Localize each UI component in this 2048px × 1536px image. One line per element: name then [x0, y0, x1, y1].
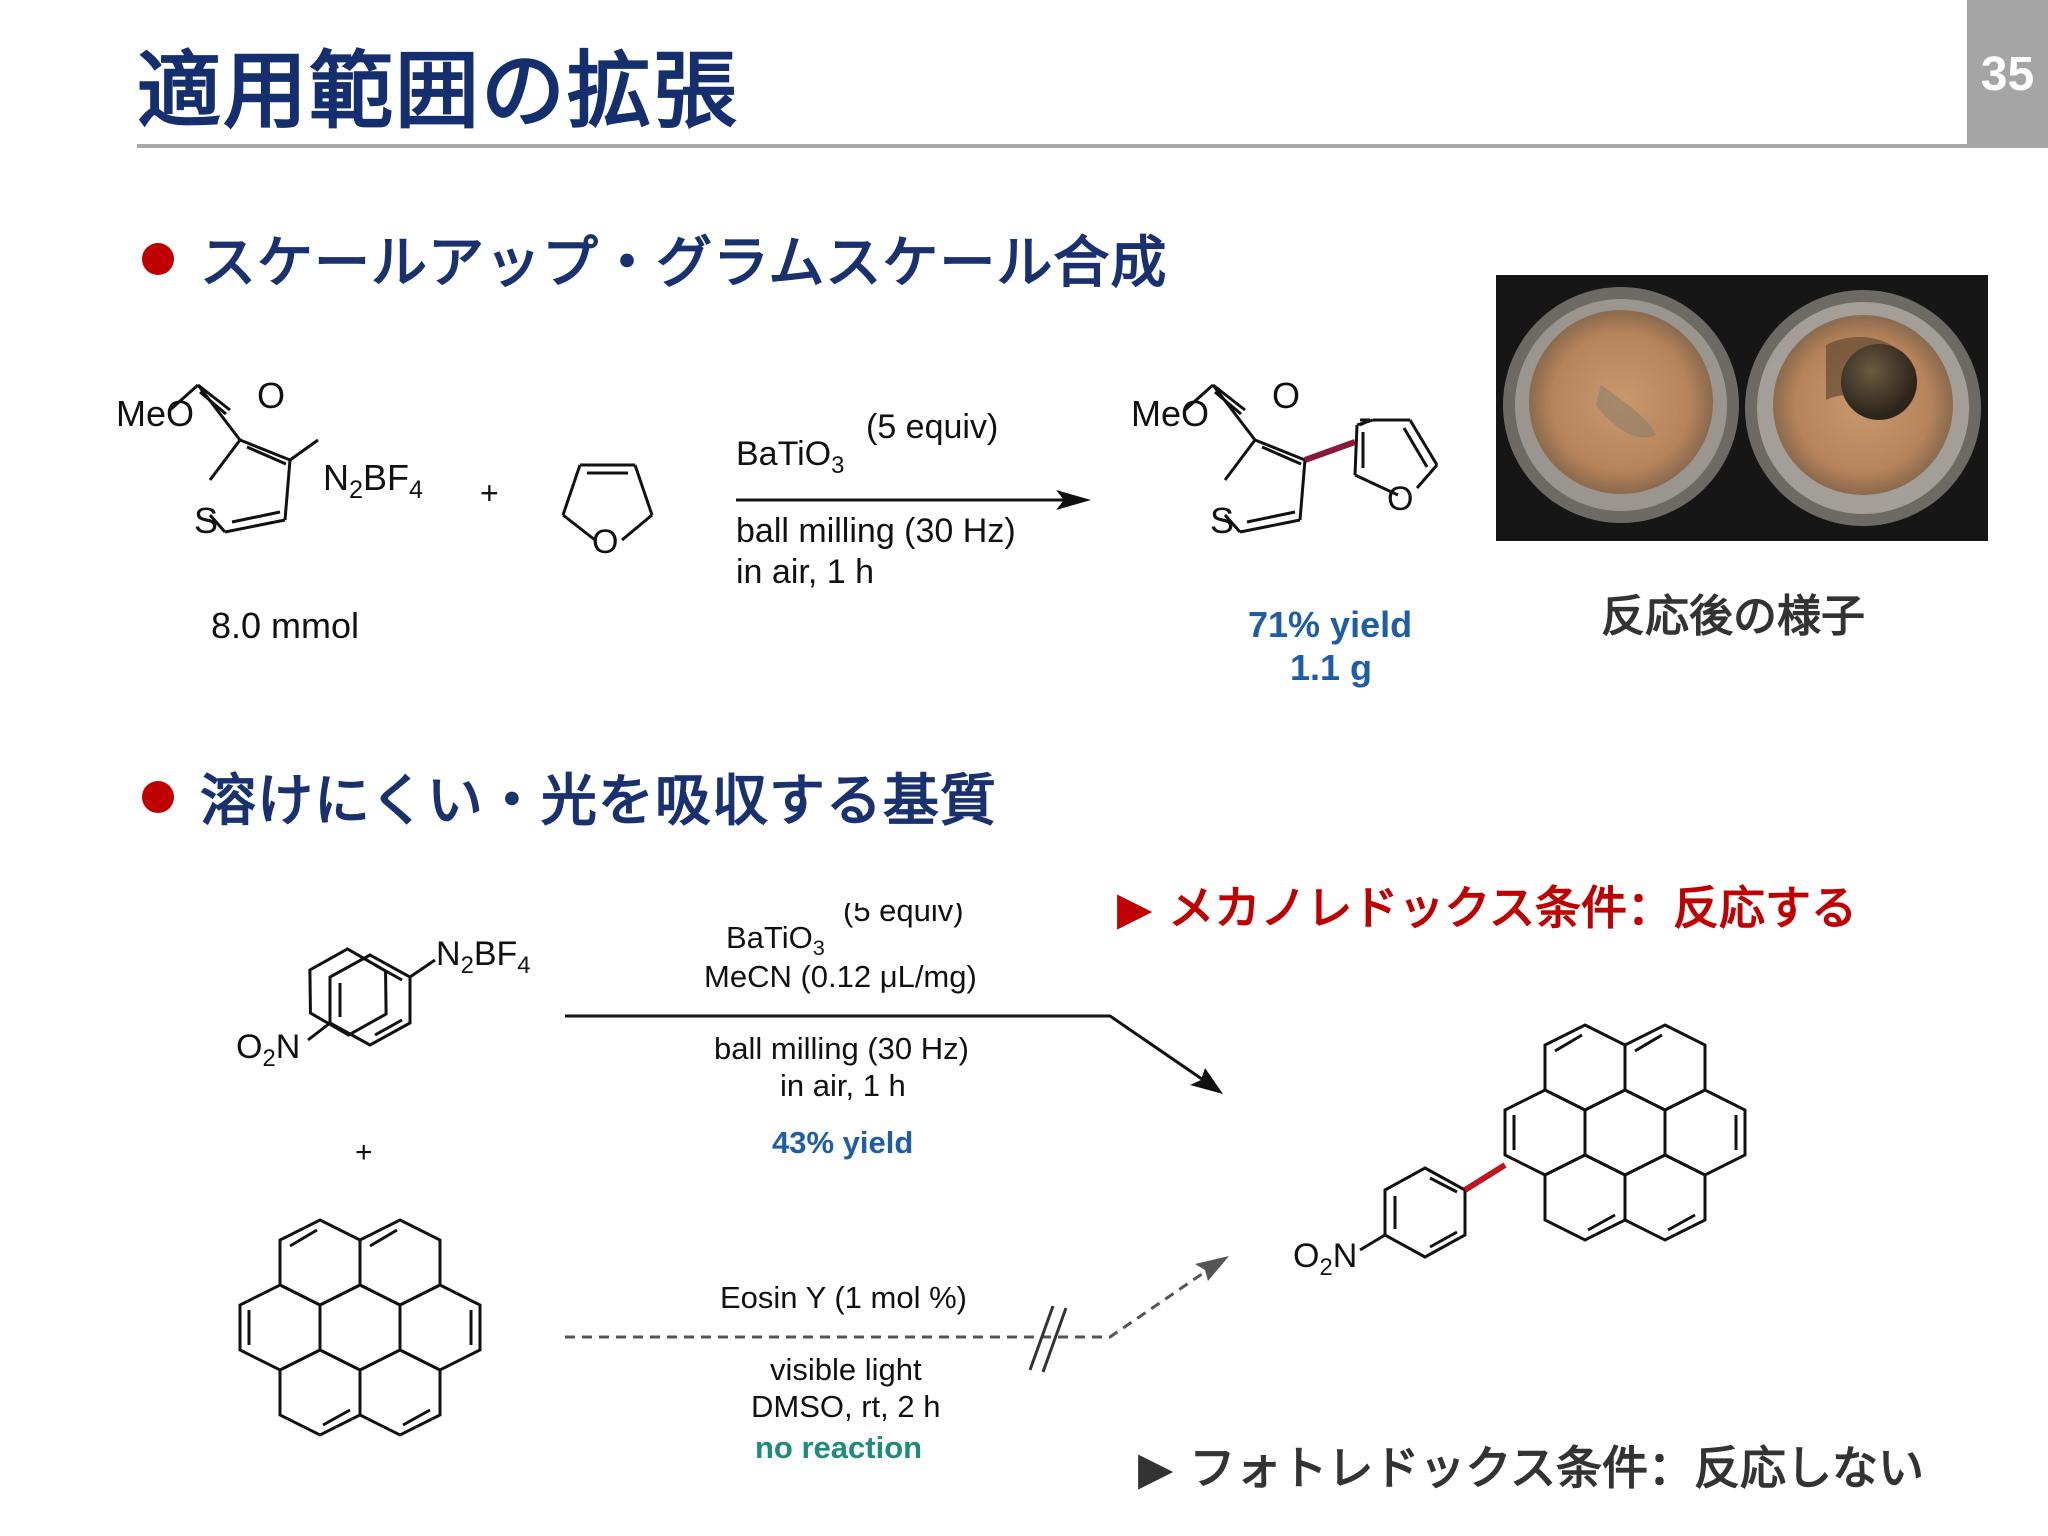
section1-heading: スケールアップ・グラムスケール合成 [142, 218, 1167, 299]
reactant-sulfur-label: S [194, 500, 219, 541]
product-structure [1184, 383, 1439, 534]
mechano-reagent: BaTiO3 [726, 920, 825, 961]
bullet-dot [142, 780, 174, 813]
furan-reactant-structure [561, 463, 654, 542]
bullet-dot [142, 242, 174, 275]
section2-heading: 溶けにくい・光を吸収する基質 [142, 756, 997, 837]
section2-bullet-text: 溶けにくい・光を吸収する基質 [200, 769, 997, 834]
product-furan-oxygen: O [1387, 480, 1414, 518]
reactant-amount: 8.0 mmol [211, 605, 360, 646]
furan-oxygen-label: O [592, 523, 619, 561]
mechano-equiv: (5 equiv) [843, 893, 964, 928]
conditions-line-1: ball milling (30 Hz) [736, 512, 1016, 550]
thiophene-reactant-structure [169, 383, 319, 534]
photoredox-label: ▶ フォトレドックス条件：反応しない [1138, 1441, 1925, 1495]
product-ester-label: MeO [1131, 393, 1210, 434]
equiv-label: (5 equiv) [866, 408, 999, 446]
nitrophenyl-ring [307, 953, 436, 1047]
reactant-carbonyl-o: O [257, 375, 286, 416]
section2-diazonium-label: N2BF4 [436, 935, 531, 979]
photo-conditions-1: visible light [770, 1352, 922, 1387]
nitrophenyl-coronene-product [1359, 1023, 1747, 1259]
slide-title: 適用範囲の拡張 [137, 42, 740, 140]
product-nitro-label: O2N [1293, 1237, 1358, 1281]
product-sulfur-label: S [1210, 500, 1235, 541]
reactant-diazonium-label: N2BF4 [323, 457, 424, 505]
photoredox-arrow [565, 1256, 1229, 1373]
product-carbonyl-o: O [1272, 375, 1301, 416]
mechano-yield: 43% yield [772, 1125, 914, 1160]
photo-catalyst: Eosin Y (1 mol %) [720, 1280, 967, 1315]
photo-caption: 反応後の様子 [1601, 591, 1865, 642]
coronene-structure [238, 1218, 482, 1437]
reaction-arrow [736, 490, 1091, 510]
conditions-line-2: in air, 1 h [736, 553, 874, 591]
section1-bullet-text: スケールアップ・グラムスケール合成 [200, 231, 1168, 296]
mechano-conditions-1: ball milling (30 Hz) [714, 1031, 969, 1066]
section2-nitro-label: O2N [236, 1028, 301, 1072]
reagent-label: BaTiO3 [736, 435, 845, 479]
reaction-vessels-photo [1496, 275, 1988, 541]
title-divider [137, 144, 1967, 148]
page-number: 35 [1967, 0, 2048, 148]
photo-conditions-2: DMSO, rt, 2 h [751, 1389, 941, 1424]
section1-yield: 71% yield [1248, 604, 1413, 645]
mechanoredox-label: ▶ メカノレドックス条件：反応する [1117, 881, 1858, 935]
mechanoredox-arrow [565, 1014, 1223, 1094]
section1-mass: 1.1 g [1290, 647, 1373, 688]
reactant-ester-label: MeO [116, 393, 195, 434]
plus-sign: + [480, 475, 499, 511]
mechano-conditions-2: in air, 1 h [780, 1068, 906, 1103]
section2-plus-sign: + [355, 1136, 373, 1169]
mechano-solvent: MeCN (0.12 μL/mg) [704, 959, 977, 994]
photo-result: no reaction [755, 1430, 923, 1465]
